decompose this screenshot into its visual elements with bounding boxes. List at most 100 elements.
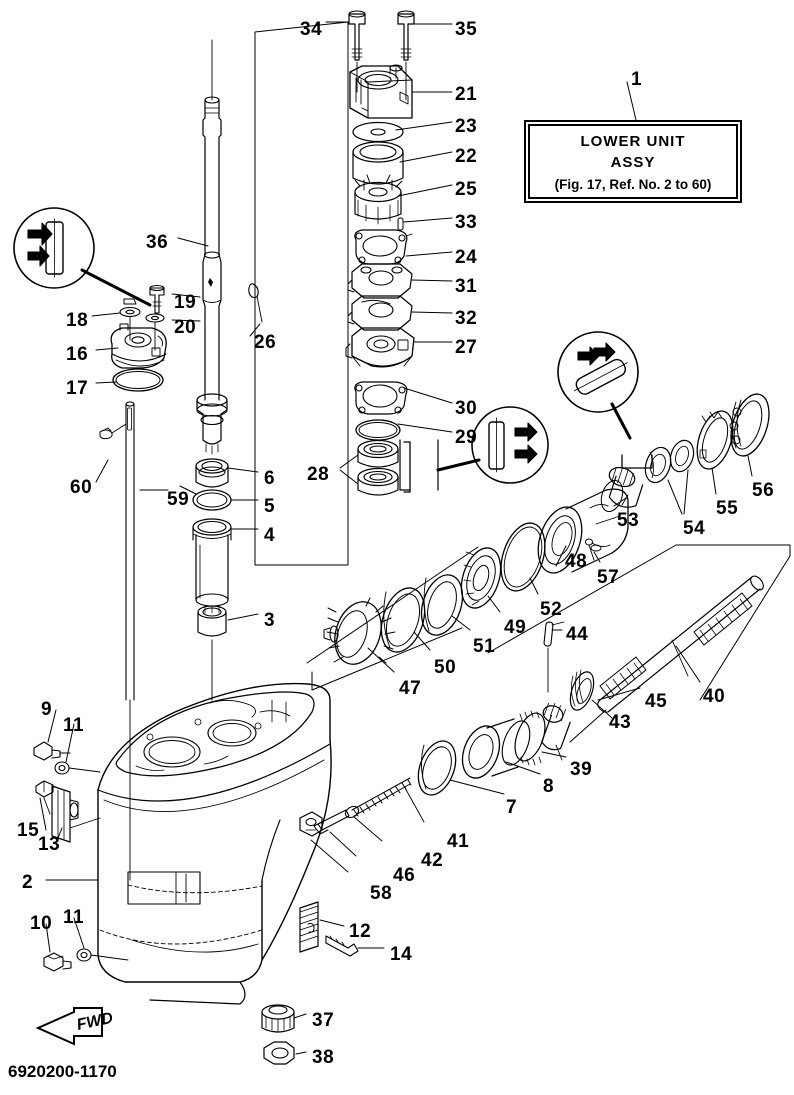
part-50-shim xyxy=(380,587,426,653)
part-54-oil-seal-a xyxy=(644,446,672,484)
callout-shim-51: 51 xyxy=(473,636,496,657)
callout-gasket-11a: 11 xyxy=(63,715,85,736)
part-12-anode xyxy=(299,901,319,953)
callout-anode-12: 12 xyxy=(349,921,372,942)
drive-shaft-housing-tube xyxy=(195,534,229,607)
callout-gasket-11b: 11 xyxy=(63,907,85,928)
callout-grease-nipple-9: 9 xyxy=(41,699,53,720)
title-box: LOWER UNIT ASSY (Fig. 17, Ref. No. 2 to … xyxy=(528,124,738,200)
part-10-drain-screw xyxy=(43,952,72,972)
callout-water-pump-housing-21: 21 xyxy=(455,84,478,105)
callout-propeller-bushing-8: 8 xyxy=(543,776,555,797)
callout-plate-31: 31 xyxy=(455,276,478,297)
part-30-gasket-plate xyxy=(354,381,408,415)
callout-bearing-housing-48: 48 xyxy=(565,551,588,572)
part-22-insert-cartridge xyxy=(352,141,404,185)
callout-drain-screw-10: 10 xyxy=(30,913,53,934)
callout-outer-plate-cartridge-24: 24 xyxy=(455,247,478,268)
callout-oil-seal-set-28: 28 xyxy=(307,464,330,485)
part-8-propeller-bushing xyxy=(461,718,531,779)
part-19-bolt xyxy=(149,284,165,314)
callout-pin-33: 33 xyxy=(455,212,478,233)
leader-lines xyxy=(39,21,753,1055)
part-28-oil-seal-lower xyxy=(357,467,399,496)
callout-pin-42: 42 xyxy=(421,850,444,871)
callout-shift-rod-connector-58: 58 xyxy=(370,883,393,904)
group-boundary-propshaft xyxy=(487,544,791,701)
callout-ball-bearing-49: 49 xyxy=(504,617,527,638)
part-24-outer-plate xyxy=(354,229,413,265)
callout-dowel-pin-57: 57 xyxy=(597,567,620,588)
part-49-ball-bearing xyxy=(460,547,502,609)
callout-bolt-34: 34 xyxy=(300,19,323,40)
part-13-trim-tab-bracket xyxy=(51,785,101,843)
part-52-o-ring xyxy=(500,522,546,592)
callout-woodruff-key-26: 26 xyxy=(254,332,277,353)
part-46-shift-rod-joint xyxy=(313,809,357,857)
part-35-bolt xyxy=(397,10,415,101)
part-38-propeller-nut xyxy=(263,1041,295,1065)
part-31-plate xyxy=(347,263,413,299)
part-44-cross-pin xyxy=(543,621,565,693)
part-58-shift-rod-connector xyxy=(299,811,349,873)
title-line-3: (Fig. 17, Ref. No. 2 to 60) xyxy=(554,176,712,192)
callout-oil-seal-4: 4 xyxy=(264,525,276,546)
callout-water-pump-base-16: 16 xyxy=(66,344,89,365)
callout-screw-14: 14 xyxy=(390,944,413,965)
callout-insert-cartridge-22: 22 xyxy=(455,146,478,167)
part-32-plate xyxy=(347,295,413,331)
part-3-bushing xyxy=(197,605,227,701)
callout-shift-plunger-43: 43 xyxy=(609,712,632,733)
group-boundary-gear-set xyxy=(311,627,463,691)
callout-washer-18: 18 xyxy=(66,310,89,331)
callout-shift-rod-joint-46: 46 xyxy=(393,865,416,886)
callout-seal-ring-7: 7 xyxy=(506,797,518,818)
callout-impeller-25: 25 xyxy=(455,179,478,200)
callout-spring-41: 41 xyxy=(447,831,470,852)
part-27-pump-housing xyxy=(345,327,415,368)
callout-washer-20: 20 xyxy=(174,317,197,338)
callout-o-ring-29: 29 xyxy=(455,427,478,448)
callout-oil-seal-54: 54 xyxy=(683,518,706,539)
callout-cross-pin-44: 44 xyxy=(566,624,589,645)
part-23-washer-plate xyxy=(352,121,404,143)
part-55-ring-nut xyxy=(696,410,734,470)
part-41-spring xyxy=(351,777,425,823)
fwd-direction-marker: FWD xyxy=(35,1007,114,1046)
part-11-gasket-upper xyxy=(54,761,101,775)
part-17-o-ring xyxy=(112,368,164,392)
callout-plate-32: 32 xyxy=(455,308,478,329)
part-57-dowel-pin xyxy=(585,538,595,561)
part-18-washer xyxy=(119,298,141,341)
part-26-woodruff-key xyxy=(248,283,263,323)
callout-needle-bearing-53: 53 xyxy=(617,510,640,531)
part-2-lower-casing xyxy=(97,682,332,1005)
detail-circle-center xyxy=(399,406,549,491)
callout-washer-plate-23: 23 xyxy=(455,116,478,137)
part-7-seal-ring xyxy=(417,740,457,796)
part-60-clip xyxy=(99,423,127,440)
part-20-washer xyxy=(145,313,165,351)
callout-o-ring-52: 52 xyxy=(540,599,563,620)
callout-pump-housing-lower-27: 27 xyxy=(455,337,478,358)
callout-propeller-nut-38: 38 xyxy=(312,1047,335,1068)
callout-ring-nut-washer-56: 56 xyxy=(752,480,775,501)
title-line-2: ASSY xyxy=(610,154,656,172)
part-54-oil-seal-b xyxy=(669,439,695,473)
part-53-needle-bearing xyxy=(608,466,644,508)
detail-circle-right xyxy=(557,331,653,469)
part-28-oil-seal-upper xyxy=(357,439,399,468)
group-boundary-upper xyxy=(254,21,349,566)
callout-forward-gear-47: 47 xyxy=(399,678,422,699)
callout-clip-60: 60 xyxy=(70,477,93,498)
callout-bearing-6: 6 xyxy=(264,468,276,489)
part-14-screw xyxy=(325,935,359,957)
callout-drive-shaft-housing-bushing-3: 3 xyxy=(264,610,276,631)
callout-o-ring-5: 5 xyxy=(264,496,276,517)
callout-bolt-15: 15 xyxy=(17,820,40,841)
part-48-bearing-housing xyxy=(537,479,629,574)
part-34-bolt xyxy=(348,10,366,93)
part-25-impeller xyxy=(354,174,403,225)
callout-shim-50: 50 xyxy=(434,657,457,678)
